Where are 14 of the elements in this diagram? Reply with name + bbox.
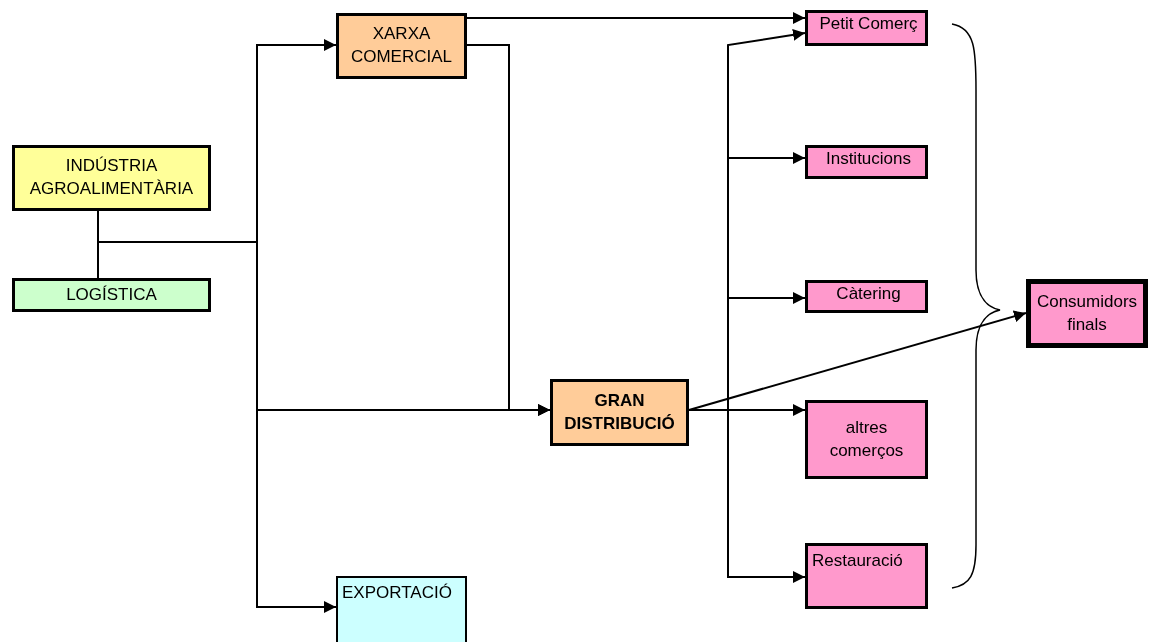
process-box: Petit Comerç <box>805 10 928 46</box>
process-box: Institucions <box>805 145 928 179</box>
process-box: altres comerços <box>805 400 928 479</box>
arrow <box>688 310 1027 411</box>
arrow <box>466 44 551 416</box>
process-box: LOGÍSTICA <box>12 278 211 312</box>
process-box: Restauració <box>805 543 928 609</box>
arrow <box>466 12 806 24</box>
process-box: Consumidors finals <box>1026 279 1148 348</box>
process-box: Càtering <box>805 280 928 313</box>
process-box: INDÚSTRIA AGROALIMENTÀRIA <box>12 145 211 211</box>
process-box: GRAN DISTRIBUCIÓ <box>550 379 689 446</box>
process-box: EXPORTACIÓ <box>336 576 467 642</box>
process-box: XARXA COMERCIAL <box>336 13 467 79</box>
